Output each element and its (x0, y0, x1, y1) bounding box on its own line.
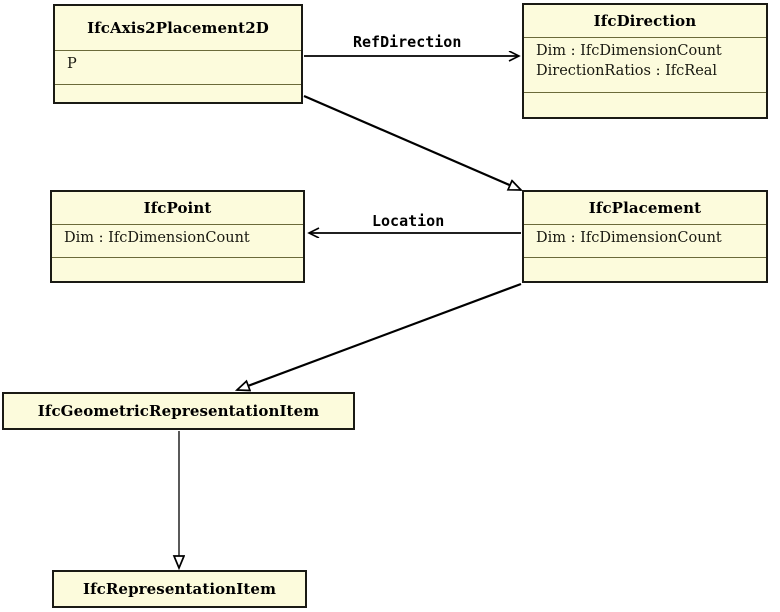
class-attributes-ifcaxis2placement2d: P (55, 51, 301, 85)
class-box-ifcaxis2placement2d[interactable]: IfcAxis2Placement2D P (53, 4, 303, 104)
class-operations-ifcplacement (524, 258, 766, 281)
class-attributes-ifcdirection: Dim : IfcDimensionCount DirectionRatios … (524, 38, 766, 93)
class-box-ifcpoint[interactable]: IfcPoint Dim : IfcDimensionCount (50, 190, 305, 283)
attribute-row: Dim : IfcDimensionCount (64, 230, 250, 246)
class-attributes-ifcpoint: Dim : IfcDimensionCount (52, 225, 303, 258)
attribute-row: Dim : IfcDimensionCount (536, 43, 722, 59)
class-operations-ifcdirection (524, 93, 766, 117)
class-name-ifcaxis2placement2d: IfcAxis2Placement2D (55, 6, 301, 51)
class-name-ifcrepresentationitem: IfcRepresentationItem (82, 580, 277, 598)
class-name-ifcdirection: IfcDirection (524, 5, 766, 38)
class-name-ifcgeometricrepresentationitem: IfcGeometricRepresentationItem (37, 402, 320, 420)
class-operations-ifcpoint (52, 258, 303, 281)
edge-label-location: Location (372, 212, 445, 230)
class-name-ifcpoint: IfcPoint (52, 192, 303, 225)
attribute-row: DirectionRatios : IfcReal (536, 62, 718, 79)
edge-label-refdirection: RefDirection (353, 33, 462, 51)
class-attributes-ifcplacement: Dim : IfcDimensionCount (524, 225, 766, 258)
class-operations-ifcaxis2placement2d (55, 85, 301, 102)
edge-generalization-placement-to-geomrepitem (237, 282, 522, 390)
class-box-ifcgeometricrepresentationitem[interactable]: IfcGeometricRepresentationItem (2, 392, 355, 430)
class-box-ifcdirection[interactable]: IfcDirection Dim : IfcDimensionCount Dir… (522, 3, 768, 119)
attribute-row: P (67, 56, 77, 72)
class-box-ifcplacement[interactable]: IfcPlacement Dim : IfcDimensionCount (522, 190, 768, 283)
class-box-ifcrepresentationitem[interactable]: IfcRepresentationItem (52, 570, 307, 608)
class-name-ifcplacement: IfcPlacement (524, 192, 766, 225)
edge-generalization-axis2-to-placement (303, 94, 521, 192)
attribute-row: Dim : IfcDimensionCount (536, 230, 722, 246)
